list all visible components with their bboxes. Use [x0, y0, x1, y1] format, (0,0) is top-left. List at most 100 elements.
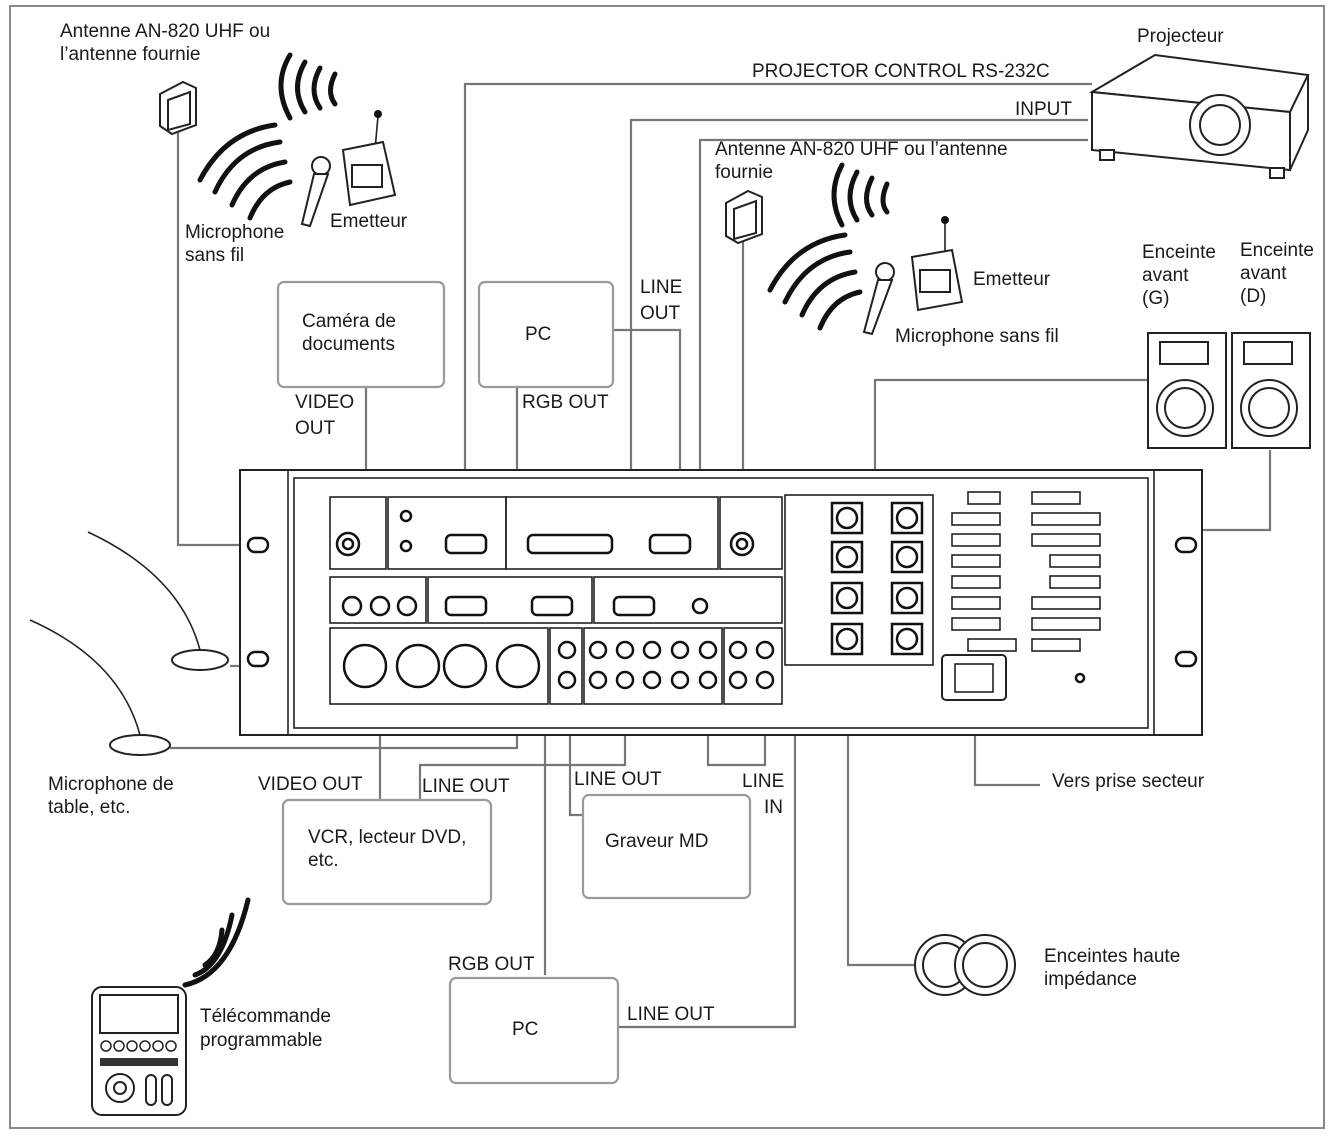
high-impedance-speakers-icon [914, 934, 1016, 996]
diagram-labels: Antenne AN-820 UHF ou l’antenne fournie … [48, 21, 1314, 1051]
wireless-waves-left-icon [197, 52, 338, 221]
label-md-recorder: Graveur MD [605, 831, 708, 852]
wire-projector-input [629, 118, 1088, 602]
label-pc-top: PC [525, 324, 551, 345]
label-remote-1: Télécommande [200, 1006, 331, 1027]
label-speaker-left-2: avant [1142, 265, 1189, 286]
table-mic-1-icon [87, 531, 229, 671]
label-line-out-vcr: LINE OUT [422, 776, 510, 797]
speaker-terminals [830, 501, 924, 656]
antenna-jack-center-core [735, 537, 749, 551]
label-antenna-center-2: fournie [715, 162, 773, 183]
label-doc-camera-1: Caméra de [302, 311, 396, 332]
label-high-impedance-1: Enceintes haute [1044, 946, 1180, 967]
label-antenna-top-left-1: Antenne AN-820 UHF ou [60, 21, 270, 42]
transmitter-left-icon [341, 110, 397, 207]
label-input: INPUT [1015, 99, 1072, 120]
antenna-center-icon [725, 189, 763, 245]
programmable-remote-icon [91, 986, 187, 1116]
label-transmitter-left: Emetteur [330, 211, 408, 232]
label-vcr-1: VCR, lecteur DVD, [308, 827, 466, 848]
pc-bottom-box [448, 976, 620, 1085]
label-speaker-right-2: avant [1240, 263, 1287, 284]
wire-projector-control [463, 82, 1092, 537]
label-video-out-bottom: VIDEO OUT [258, 774, 363, 795]
label-line-in-2: IN [764, 797, 783, 818]
rca-jacks [557, 640, 775, 690]
label-rgb-out-top: RGB OUT [522, 392, 609, 413]
label-table-mic-1: Microphone de [48, 774, 174, 795]
rgb-in-port-1 [444, 595, 488, 617]
label-video-out-top-2: OUT [295, 418, 336, 439]
rgb-in-port-2 [530, 595, 574, 617]
label-pc-bottom: PC [512, 1019, 538, 1040]
power-inlet-socket [954, 663, 994, 693]
label-vcr-2: etc. [308, 850, 339, 871]
wire-projector-aux [698, 138, 1088, 605]
remote-waves-icon [182, 897, 251, 988]
projector-icon [1088, 53, 1310, 179]
rack-hole [246, 650, 270, 668]
wireless-mic-left-icon [300, 156, 331, 228]
video-jack [369, 595, 391, 617]
label-line-in-1: LINE [742, 771, 784, 792]
label-speaker-left-3: (G) [1142, 288, 1169, 309]
xlr-input-4 [495, 643, 541, 689]
label-rgb-out-bottom: RGB OUT [448, 954, 535, 975]
speaker-right-icon [1231, 332, 1311, 449]
main-unit-rear-panel [239, 469, 1203, 736]
label-projector: Projecteur [1137, 26, 1224, 47]
doc-camera-box [276, 280, 446, 389]
antenna-jack-core [341, 537, 355, 551]
video-jack [341, 595, 363, 617]
aux-jack [691, 597, 709, 615]
md-recorder-box [581, 793, 752, 900]
label-projector-control: PROJECTOR CONTROL RS-232C [752, 61, 1050, 82]
label-wireless-mic-center: Microphone sans fil [895, 326, 1059, 347]
label-antenna-center-1: Antenne AN-820 UHF ou l’antenne [715, 139, 1008, 160]
xlr-input-1 [342, 643, 388, 689]
label-table-mic-2: table, etc. [48, 797, 130, 818]
label-line-out-top-2: OUT [640, 303, 681, 324]
label-speaker-right-3: (D) [1240, 286, 1266, 307]
rack-hole [246, 536, 270, 554]
label-line-out-pc-bottom: LINE OUT [627, 1004, 715, 1025]
wireless-mic-center-icon [862, 262, 895, 336]
wire-high-impedance [846, 655, 918, 967]
pc-top-box [477, 280, 615, 389]
label-antenna-top-left-2: l’antenne fournie [60, 44, 201, 65]
ground-screw [1074, 672, 1086, 684]
wireless-waves-center-icon [767, 162, 890, 331]
label-mains: Vers prise secteur [1052, 771, 1205, 792]
wire-speaker-left [873, 378, 1155, 510]
label-line-out-top-1: LINE [640, 277, 682, 298]
speaker-left-icon [1147, 332, 1227, 449]
diagram-frame [9, 5, 1325, 1129]
label-doc-camera-2: documents [302, 334, 395, 355]
label-remote-2: programmable [200, 1030, 323, 1051]
vent-slots [951, 491, 1101, 652]
rack-hole [1174, 536, 1198, 554]
rack-hole [1174, 650, 1198, 668]
rs232c-port [444, 533, 488, 555]
label-speaker-left-1: Enceinte [1142, 242, 1216, 263]
rgb-out-port [612, 595, 656, 617]
wire-pc-bottom-line [618, 690, 797, 1029]
xlr-input-3 [442, 643, 488, 689]
video-jack [396, 595, 418, 617]
label-wireless-mic-left-2: sans fil [185, 245, 244, 266]
antenna-left-icon [159, 80, 197, 136]
label-wireless-mic-left-1: Microphone [185, 222, 284, 243]
label-video-out-top-1: VIDEO [295, 392, 354, 413]
label-transmitter-center: Emetteur [973, 269, 1051, 290]
small-jack [399, 539, 413, 553]
vcr-box [281, 798, 493, 906]
table-mic-2-icon [29, 619, 171, 756]
parallel-port [526, 533, 614, 555]
power-inlet [941, 654, 1007, 701]
small-jack [399, 509, 413, 523]
transmitter-center-icon [910, 216, 964, 312]
serial-port [648, 533, 692, 555]
